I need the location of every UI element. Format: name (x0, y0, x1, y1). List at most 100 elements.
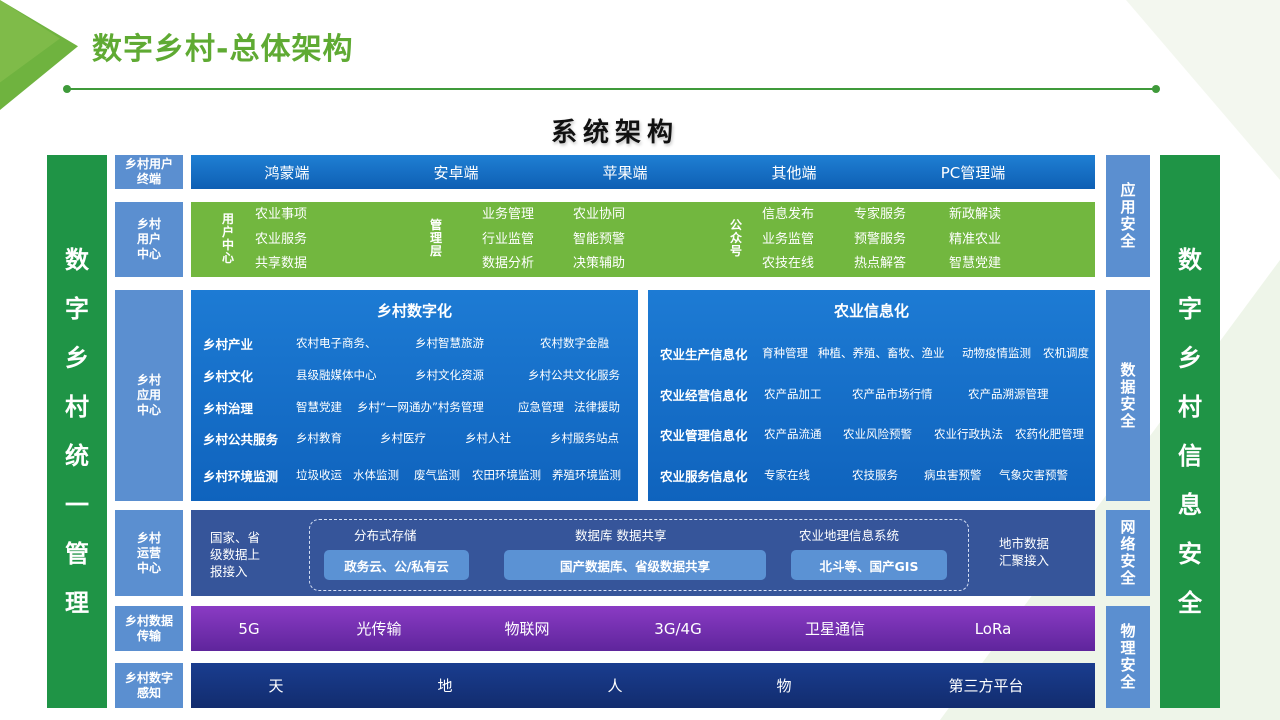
security-char: 全 (1120, 411, 1136, 430)
divider-dot-right (1152, 85, 1160, 93)
security-char: 物 (1120, 622, 1136, 640)
information-security-column: 数 字 乡 村 信 息 安 全 (1160, 155, 1220, 708)
terminal-item: 鸿蒙端 (264, 163, 310, 182)
list-item: 精准农业 (949, 231, 1002, 247)
column-char: 数 (65, 245, 89, 274)
column-char: 字 (1178, 294, 1202, 323)
row-item: 乡村“一网通办”村务管理 (357, 400, 484, 414)
row-item: 应急管理 (518, 400, 564, 414)
row-item: 农产品加工 (764, 387, 822, 401)
architecture-title: 系统架构 (550, 118, 679, 148)
list-item: 农业协同 (573, 207, 626, 222)
row-category: 乡村公共服务 (203, 432, 279, 447)
row-category: 乡村文化 (203, 369, 254, 384)
row-item: 县级融媒体中心 (296, 368, 377, 382)
physical-security-label: 物 理 安 全 (1106, 606, 1150, 708)
row-category: 农业管理信息化 (660, 428, 748, 443)
sensing-item: 天 (268, 677, 284, 695)
panel-title: 农业信息化 (833, 302, 909, 320)
user-center-list: 农业事项 农业服务 共享数据 (255, 203, 307, 277)
row-item: 农产品市场行情 (852, 387, 933, 401)
list-item: 共享数据 (255, 256, 308, 271)
list-item: 智能预警 (573, 231, 626, 247)
security-char: 安 (1120, 552, 1136, 570)
sensing-item: 物 (776, 677, 792, 695)
row-category: 乡村治理 (203, 401, 254, 416)
row-item: 废气监测 (414, 468, 460, 482)
row-category: 乡村产业 (203, 337, 254, 352)
user-center-panel: 用 户 中 心 农业事项 农业服务 共享数据 管 理 层 业务管理 行业监管 数… (191, 202, 1095, 277)
public-account-list-3: 新政解读 精准农业 智慧党建 (949, 203, 1001, 277)
city-data-access: 地市数据 汇聚接入 (999, 536, 1050, 568)
group-label-user-center: 用 户 中 心 (221, 212, 234, 265)
row-label-terminal: 乡村用户终端 (115, 155, 183, 189)
row-category: 农业服务信息化 (660, 469, 748, 484)
row-item: 乡村服务站点 (550, 431, 619, 445)
row-label-user-center: 乡村用户中心 (115, 202, 183, 277)
row-item: 农产品流通 (764, 427, 822, 441)
row-item: 乡村公共文化服务 (528, 368, 620, 382)
column-char: 息 (1178, 490, 1202, 519)
list-item: 行业监管 (482, 231, 535, 247)
transmission-item: 光传输 (356, 620, 402, 638)
list-item: 决策辅助 (573, 256, 626, 271)
list-item: 新政解读 (949, 207, 1002, 222)
group-label-public-account: 公 众 号 (729, 218, 742, 258)
list-item: 预警服务 (854, 231, 907, 247)
group-label-management: 管 理 层 (429, 218, 442, 258)
storage-header: 分布式存储 (354, 528, 417, 543)
list-item: 专家服务 (854, 207, 907, 222)
divider-dot-left (63, 85, 71, 93)
network-security-label: 网 络 安 全 (1106, 510, 1150, 596)
security-char: 理 (1120, 639, 1136, 657)
transmission-bar: 5G 光传输 物联网 3G/4G 卫星通信 LoRa (191, 606, 1095, 651)
list-item: 农业事项 (255, 207, 308, 222)
row-item: 病虫害预警 (924, 468, 982, 482)
national-data-access: 国家、省 级数据上 报接入 (210, 530, 261, 579)
row-item: 智慧党建 (296, 400, 342, 414)
cloud-pill: 政务云、公/私有云 (324, 550, 469, 580)
storage-group (309, 519, 969, 591)
management-list-2: 农业协同 智能预警 决策辅助 (573, 203, 625, 277)
column-char: 安 (1178, 539, 1202, 568)
row-item: 乡村教育 (296, 431, 342, 445)
panel-title: 乡村数字化 (376, 302, 452, 320)
transmission-item: 物联网 (504, 620, 550, 638)
row-item: 农药化肥管理 (1015, 427, 1084, 441)
row-label-transmission: 乡村数据传输 (115, 606, 183, 651)
transmission-item: 5G (238, 619, 260, 638)
security-char: 网 (1120, 518, 1136, 536)
list-item: 农技在线 (762, 256, 815, 271)
row-item: 乡村医疗 (380, 431, 426, 445)
row-label-sensing: 乡村数字感知 (115, 663, 183, 708)
security-char: 用 (1120, 198, 1136, 216)
row-item: 法律援助 (574, 400, 620, 414)
security-char: 据 (1120, 377, 1136, 396)
row-item: 种植、养殖、畜牧、渔业 (818, 346, 945, 360)
list-item: 信息发布 (762, 207, 815, 222)
transmission-item: LoRa (974, 619, 1012, 638)
row-category: 农业经营信息化 (660, 388, 748, 403)
row-item: 专家在线 (764, 468, 810, 482)
row-item: 农田环境监测 (472, 468, 541, 482)
sensing-item: 地 (437, 677, 453, 695)
operations-panel: 国家、省 级数据上 报接入 分布式存储 数据库 数据共享 农业地理信息系统 政务… (191, 510, 1095, 596)
column-char: 村 (65, 392, 89, 421)
sensing-item: 第三方平台 (948, 677, 1024, 695)
row-item: 农业风险预警 (843, 427, 912, 441)
column-char: 全 (1178, 588, 1202, 617)
transmission-item: 3G/4G (654, 619, 702, 638)
column-char: 村 (1178, 392, 1202, 421)
list-item: 热点解答 (854, 256, 907, 271)
terminal-item: PC管理端 (940, 163, 1006, 182)
database-header: 数据库 数据共享 (575, 528, 667, 543)
list-item: 智慧党建 (949, 256, 1002, 271)
security-char: 安 (1120, 394, 1136, 413)
row-item: 农村数字金融 (540, 336, 609, 350)
column-char: 乡 (65, 343, 89, 372)
row-item: 养殖环境监测 (552, 468, 621, 482)
title-divider (67, 88, 1157, 90)
terminal-item: 苹果端 (602, 163, 648, 182)
security-char: 全 (1120, 569, 1136, 587)
agri-info-panel: 农业信息化 农业生产信息化 育种管理 种植、养殖、畜牧、渔业 动物疫情监测 农机… (648, 290, 1095, 501)
